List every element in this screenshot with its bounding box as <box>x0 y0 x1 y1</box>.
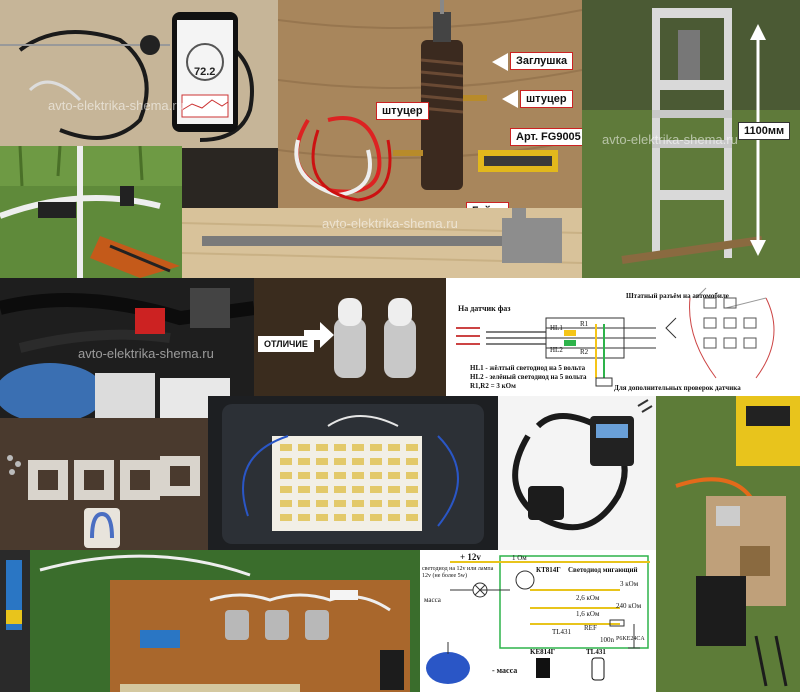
sch-r3: 1,6 кОм <box>576 610 600 618</box>
tile-metal-bracket: avto-elektrika-shema.ru <box>182 208 582 278</box>
tile-phone-stethoscope: 72.2 avto-elektrika-shema.ru <box>0 0 278 148</box>
tile-bulbs-difference: ОТЛИЧИЕ <box>254 278 446 398</box>
sch-r4: 240 кОм <box>616 602 642 610</box>
sch-supply: + 12v <box>460 552 481 562</box>
sch-pkg1: KE814Г <box>530 648 556 656</box>
sch-transistor: КТ814Г <box>536 566 561 574</box>
schematic-part-hl2: HL2 <box>550 346 563 354</box>
sch-mass-left: масса <box>424 596 441 604</box>
tile-motor-test-board <box>0 550 420 692</box>
label-fitting-right: штуцер <box>520 90 573 108</box>
sch-cap: 100n <box>600 636 614 644</box>
sch-r2: 3 кОм <box>620 580 639 588</box>
tile-phase-sensor-schematic: На датчик фаз Штатный разъём на автомоби… <box>446 278 800 396</box>
phone-stethoscope-illustration <box>0 0 278 148</box>
sch-title: Светодиод мигающий <box>568 566 638 574</box>
arrow-left-icon <box>502 90 518 108</box>
tile-grass-trimmer <box>0 146 182 278</box>
sch-r-top: 1 Ом <box>512 554 527 562</box>
tile-engine-bay: avto-elektrika-shema.ru <box>0 278 254 418</box>
tile-led-matrix <box>208 396 498 550</box>
watermark-text: avto-elektrika-shema.ru <box>48 98 184 113</box>
sch-tl: TL431 <box>552 628 572 636</box>
label-plug: Заглушка <box>510 52 574 70</box>
schematic-legend-3: R1,R2 = 3 кОм <box>470 382 516 390</box>
arrow-left-icon <box>492 53 508 71</box>
schematic-right-label: Штатный разъём на автомобиле <box>626 292 729 300</box>
sch-ref: REF <box>584 624 597 632</box>
label-difference: ОТЛИЧИЕ <box>258 336 314 352</box>
label-press-height: 1100мм <box>738 122 791 140</box>
tile-fuel-pump-tester: Заглушка штуцер штуцер Арт. FG9005 Гайка <box>278 0 582 216</box>
schematic-legend-1: HL1 - жёлтый светодиод на 5 вольта <box>470 364 586 372</box>
engine-bay-illustration <box>0 278 254 418</box>
led-matrix-illustration <box>208 396 498 550</box>
schematic-legend-2: HL2 - зелёный светодиод на 5 вольта <box>470 373 587 381</box>
phase-sensor-schematic <box>446 278 800 396</box>
watermark-text: avto-elektrika-shema.ru <box>322 216 458 231</box>
phone-reading: 72.2 <box>194 66 216 78</box>
tile-compressor <box>656 396 800 692</box>
watermark-text: avto-elektrika-shema.ru <box>78 346 214 361</box>
sch-r1: 2,6 кОм <box>576 594 600 602</box>
label-article: Арт. FG9005 <box>510 128 582 146</box>
sch-pkg2: TL431 <box>586 648 606 656</box>
metal-plates-illustration <box>0 418 208 550</box>
schematic-left-label: На датчик фаз <box>458 304 511 313</box>
metal-bracket-illustration <box>182 208 582 278</box>
watermark-text: avto-elektrika-shema.ru <box>602 132 738 147</box>
tile-level-indicator-schematic: + 12v 1 Ом Светодиод мигающий светодиод … <box>420 550 656 692</box>
sch-mass-bottom: - масса <box>492 666 518 675</box>
sch-diode: P6KE24CA <box>616 636 645 642</box>
schematic-part-r1: R1 <box>580 320 589 328</box>
tile-obd-cable <box>498 396 656 550</box>
tile-hydraulic-press: 1100мм avto-elektrika-shema.ru <box>582 0 800 278</box>
schematic-bottom-label: Для дополнительных проверок датчика <box>614 384 741 392</box>
motor-board-illustration <box>0 550 420 692</box>
fuel-pump-illustration <box>278 0 582 216</box>
schematic-part-hl1: HL1 <box>550 324 563 332</box>
schematic-part-r2: R2 <box>580 348 589 356</box>
grass-trimmer-illustration <box>0 146 182 278</box>
sch-lamp-note: светодиод на 12v или лампа 12v (не более… <box>422 566 494 579</box>
level-indicator-schematic <box>420 550 656 692</box>
label-fitting-left: штуцер <box>376 102 429 120</box>
tile-metal-plates <box>0 418 208 550</box>
arrow-right-icon <box>304 322 334 348</box>
obd-cable-illustration <box>498 396 656 550</box>
compressor-illustration <box>656 396 800 692</box>
